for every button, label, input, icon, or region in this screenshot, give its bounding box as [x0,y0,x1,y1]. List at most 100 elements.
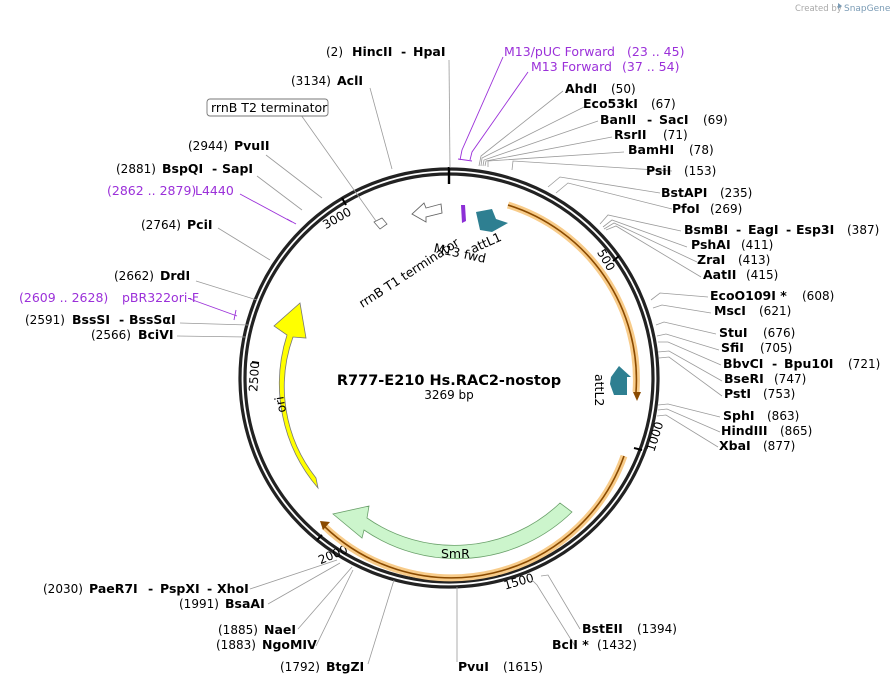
site-aatii-pos: (415) [746,268,778,282]
m13-fwd-arrow [461,205,466,223]
site-sep: - [148,581,153,596]
site-bcivi-pos: (2566) [91,328,131,342]
primer-m13-puc-forward-range: (23 .. 45) [627,44,684,59]
site-zrai: ZraI [697,252,725,267]
site-drdi: DrdI [160,268,190,283]
site-bstapi: BstAPI [661,185,707,200]
rrnb-t2-label: rrnB T2 terminator [211,100,328,115]
site-banii: BanII [600,112,636,127]
site-acli: AclI [337,73,363,88]
site-psti: PstI [724,386,751,401]
site-eco53ki: Eco53kI [583,96,638,111]
site-bsaai-pos: (1991) [179,597,219,611]
attl1-arc-arrowhead [633,392,641,401]
site-bsssi: BssSI [72,312,110,327]
site-bsmbi-pos: (387) [847,223,879,237]
attl1-arrow [476,209,508,232]
smr-label: SmR [441,546,470,561]
site-bsteii: BstEII [582,621,623,636]
site-sep: - [772,356,777,371]
site-leaders [176,59,723,665]
smr-feature [332,502,573,560]
site-bbvci-pos: (721) [848,357,880,371]
site-bssscai: BssSαI [129,312,176,327]
site-eco53ki-pos: (67) [651,97,676,111]
site-rsrii: RsrII [614,127,647,142]
site-sep: - [119,312,124,327]
site-bcivi: BciVI [138,327,174,342]
site-bpu10i: Bpu10I [784,356,833,371]
site-msci: MscI [714,303,746,318]
site-bbvci: BbvCI [723,356,763,371]
site-saci: SacI [659,112,689,127]
tick-marks [251,197,643,577]
site-hincii-pos: (2) [326,45,343,59]
attl1-arc [507,204,638,393]
site-zrai-pos: (413) [738,253,770,267]
site-bsaai: BsaAI [225,596,265,611]
site-pcii: PciI [187,217,213,232]
attl2-arrow [610,366,631,395]
site-ecoo109i: EcoO109I * [710,288,787,303]
snapgene-logo-icon [838,3,842,9]
site-ngomiv-pos: (1883) [216,638,256,652]
site-psii-pos: (153) [684,164,716,178]
rrnb-t2-box [206,98,329,117]
attl2-band [321,454,628,582]
rrnb-t2-arrow [373,217,388,230]
site-bspqi-pos: (2881) [116,162,156,176]
site-bsteii-pos: (1394) [637,622,677,636]
site-aatii: AatII [703,267,736,282]
site-acli-pos: (3134) [291,74,331,88]
site-xbai: XbaI [719,438,751,453]
rrnb-t1-arrow [411,202,443,223]
site-sphi-pos: (863) [767,409,799,423]
site-psii: PsiI [646,163,671,178]
primer-m13-forward: M13 Forward [531,59,612,74]
ori-feature [273,302,319,490]
site-hindiii: HindIII [721,423,768,438]
ori-label: ori [271,395,289,414]
site-banii-pos: (69) [703,113,728,127]
site-sep: - [401,44,406,59]
attl2-label: attL2 [592,374,607,406]
primer-leaders [189,56,529,321]
attl2-arc-arrowhead [320,521,330,530]
site-esp3i: Esp3I [796,222,834,237]
site-pfoi: PfoI [672,201,700,216]
site-bspqi: BspQI [162,161,203,176]
site-bcli-pos: (1432) [597,638,637,652]
plasmid-length: 3269 bp [424,388,474,402]
rrnb-t1-label: rrnB T1 terminator [356,234,462,310]
site-ngomiv: NgoMIV [262,637,317,652]
credit-prefix: Created by [795,4,842,14]
plasmid-name: R777-E210 Hs.RAC2-nostop [337,373,561,389]
site-sep: - [207,581,212,596]
site-bseri-pos: (747) [774,372,806,386]
site-bsssi-pos: (2591) [25,313,65,327]
site-bstapi-pos: (235) [720,186,752,200]
site-btgzi-pos: (1792) [280,660,320,674]
site-pshai-pos: (411) [741,238,773,252]
site-btgzi: BtgZI [326,659,364,674]
site-sfii: SfiI [721,340,744,355]
site-xhoi: XhoI [217,581,249,596]
site-hindiii-pos: (865) [780,424,812,438]
site-msci-pos: (621) [759,304,791,318]
site-ecoo109i-pos: (608) [802,289,834,303]
site-bseri: BseRI [724,371,764,386]
site-ahdi-pos: (50) [611,82,636,96]
site-paer7i-pos: (2030) [43,582,83,596]
site-rsrii-pos: (71) [663,128,688,142]
site-hincii: HincII [352,44,392,59]
site-pvuii: PvuII [234,138,270,153]
site-drdi-pos: (2662) [114,269,154,283]
tick-label-2500: 2500 [246,361,262,392]
site-naei: NaeI [264,622,296,637]
site-pvui: PvuI [458,659,489,674]
site-eagi: EagI [748,222,779,237]
site-pvuii-pos: (2944) [188,139,228,153]
credit-brand: SnapGene [844,4,891,14]
site-pvui-pos: (1615) [503,660,543,674]
